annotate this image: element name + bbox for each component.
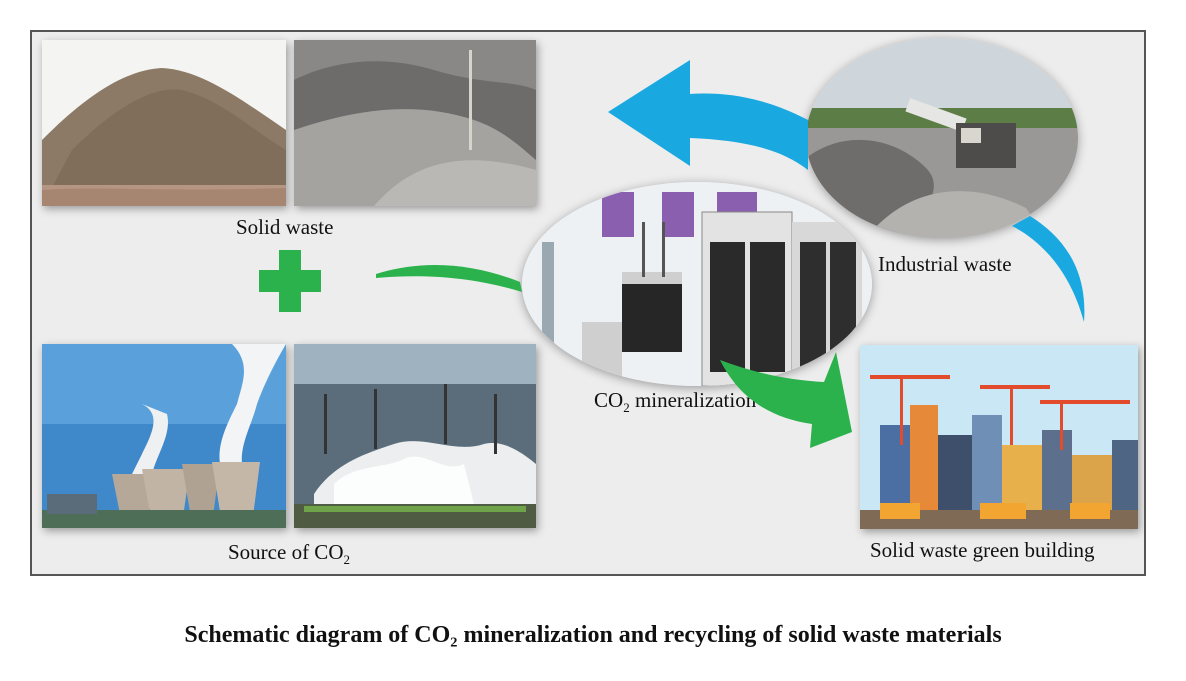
co2-mineralization-subscript: 2: [623, 400, 630, 416]
green-arc-plus-to-lab: [376, 264, 522, 292]
co2-source-photo-cooling-towers: [42, 344, 286, 528]
blue-arrow-to-solid-waste: [608, 60, 808, 170]
solid-waste-photo-sand: [42, 40, 286, 206]
diagram-caption: Schematic diagram of CO₂ mineralization …: [184, 622, 1002, 648]
industrial-waste-label: Industrial waste: [878, 252, 1012, 276]
green-building-label: Solid waste green building: [870, 538, 1095, 562]
co2-source-label-text: Source of CO: [228, 540, 344, 564]
plus-icon: [259, 250, 321, 312]
co2-mineralization-prefix: CO: [594, 388, 624, 412]
industrial-waste-photo: [806, 38, 1078, 238]
co2-mineralization-label: CO2 mineralization: [594, 388, 756, 416]
diagram-frame: Solid waste Industrial waste Source of C…: [30, 30, 1146, 576]
co2-source-label: Source of CO2: [228, 540, 350, 568]
co2-source-label-subscript: 2: [343, 552, 350, 568]
green-arrow-to-green-building: [720, 352, 852, 448]
blue-arc-building-to-industrial: [1012, 216, 1085, 322]
co2-mineralization-suffix: mineralization: [629, 388, 757, 412]
solid-waste-photo-grey: [294, 40, 536, 206]
green-building-illustration: [860, 345, 1138, 529]
co2-source-photo-industrial-plant: [294, 344, 536, 528]
co2-mineralization-lab-photo: [522, 182, 872, 386]
solid-waste-label: Solid waste: [236, 215, 334, 239]
